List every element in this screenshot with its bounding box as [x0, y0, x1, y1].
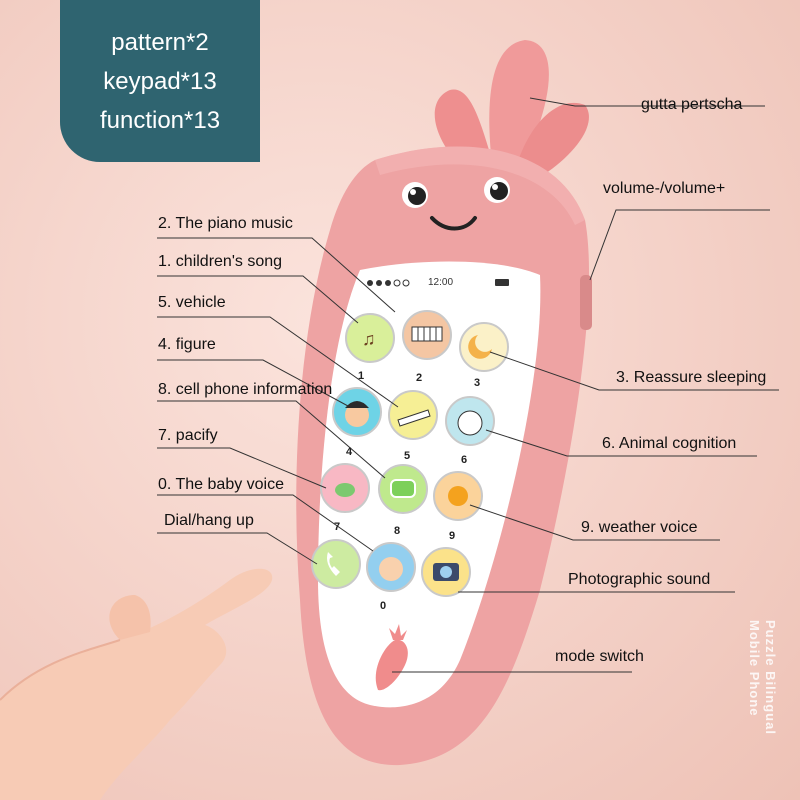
key-number-8: 8: [394, 525, 401, 537]
mode-switch-carrot: [375, 639, 408, 691]
label-animal-cognition: 6. Animal cognition: [602, 435, 737, 452]
label-reassure-sleeping: 3. Reassure sleeping: [616, 369, 767, 386]
baby-hand: [0, 568, 273, 800]
label-dial-hang-up: Dial/hang up: [164, 512, 254, 529]
label-volume: volume-/volume+: [603, 180, 726, 197]
label-weather-voice: 9. weather voice: [581, 519, 698, 536]
key-number-5: 5: [404, 450, 411, 462]
badge-line-function: function*13: [99, 106, 221, 134]
label-baby-voice: 0. The baby voice: [158, 476, 285, 493]
label-piano-music: 2. The piano music: [158, 215, 293, 232]
label-figure: 4. figure: [158, 336, 216, 353]
key-number-9: 9: [449, 530, 456, 542]
key-number-7: 7: [334, 521, 341, 533]
label-pacify: 7. pacify: [158, 427, 218, 444]
key-number-4: 4: [346, 446, 353, 458]
leader-lines: [157, 97, 779, 673]
key-number-6: 6: [461, 454, 468, 466]
keypad: ♫: [311, 310, 509, 691]
key-number-0: 0: [380, 600, 387, 612]
status-dots: [367, 279, 509, 287]
key-1-music: [345, 313, 395, 363]
key-number-2: 2: [416, 372, 423, 384]
volume-button: [580, 275, 592, 330]
svg-text:♫: ♫: [362, 329, 376, 349]
badge-line-keypad: keypad*13: [103, 67, 217, 95]
key-number-1: 1: [358, 370, 365, 382]
label-photographic-sound: Photographic sound: [568, 571, 711, 588]
badge-line-pattern: pattern*2: [111, 28, 209, 56]
key-dial: [311, 539, 361, 589]
carrot-face: [402, 177, 510, 231]
label-cell-phone-info: 8. cell phone information: [158, 381, 333, 398]
feature-badge: pattern*2 keypad*13 function*13: [60, 0, 260, 162]
key-number-3: 3: [474, 377, 481, 389]
label-mode-switch: mode switch: [555, 648, 644, 665]
screen-clock: 12:00: [428, 277, 454, 288]
label-childrens-song: 1. children's song: [158, 253, 283, 270]
label-gutta-pertscha: gutta pertscha: [641, 96, 743, 113]
phone-screen: [318, 261, 541, 708]
label-vehicle: 5. vehicle: [158, 294, 226, 311]
side-product-text: Puzzle Bilingual Mobile Phone: [747, 620, 778, 735]
key-3-sleep: [459, 322, 509, 372]
